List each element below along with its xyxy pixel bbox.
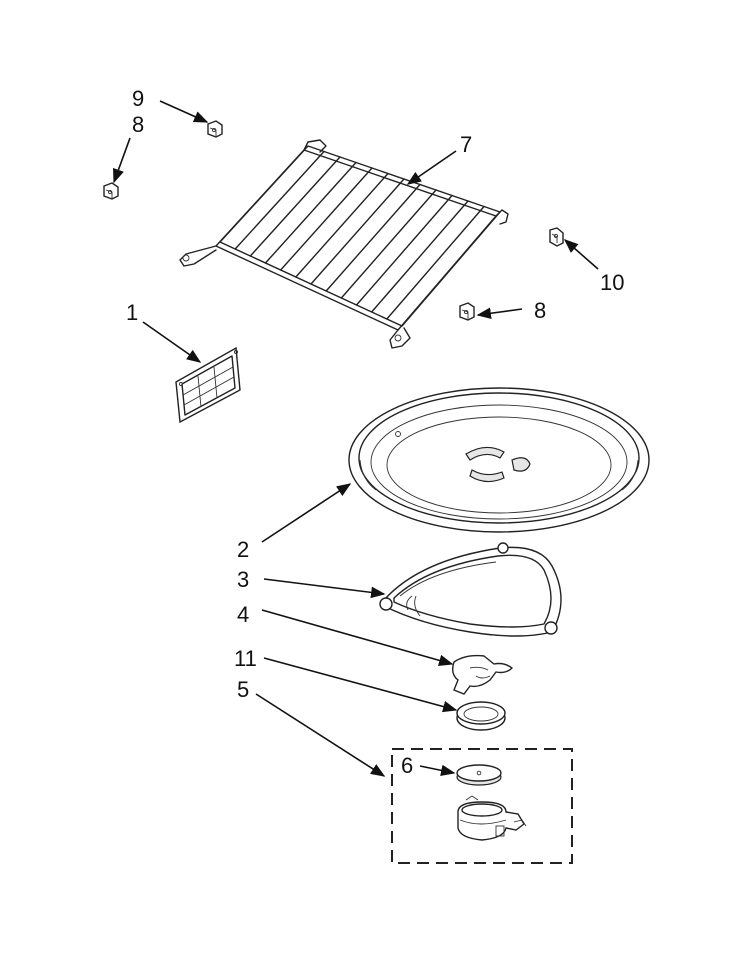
- callout-2: 2: [237, 537, 249, 562]
- rack-rung: [295, 172, 389, 278]
- part-3-roller-guide: [379, 542, 562, 637]
- part-4-coupler: [451, 654, 514, 695]
- leader-9: [159, 100, 209, 123]
- leader-4: [261, 609, 454, 666]
- callout-8-left: 8: [132, 112, 144, 137]
- rack-rung: [340, 189, 437, 299]
- part-2-turntable-tray: [348, 387, 650, 533]
- part-9-clip: [207, 120, 223, 138]
- part-8-clip-right: [459, 302, 475, 321]
- leader-8-left: [113, 137, 131, 184]
- part-6-cover: [456, 764, 502, 786]
- part-10-clip: [549, 227, 564, 247]
- rack-rung: [310, 178, 405, 285]
- part-11-ring: [456, 701, 506, 731]
- rack-rung: [370, 200, 469, 313]
- callout-10: 10: [600, 270, 624, 295]
- leader-6: [419, 764, 456, 777]
- part-5-motor: [457, 795, 527, 841]
- rack-rung: [386, 205, 485, 320]
- callout-4: 4: [237, 602, 249, 627]
- rack-rung: [355, 194, 453, 306]
- callout-6: 6: [401, 753, 413, 778]
- leader-7: [406, 150, 457, 185]
- leader-1: [142, 321, 202, 363]
- callout-5: 5: [237, 677, 249, 702]
- callout-3: 3: [237, 567, 249, 592]
- callout-1: 1: [126, 300, 138, 325]
- rack-rung: [264, 161, 357, 264]
- rack-rung: [249, 156, 341, 257]
- callout-8-right: 8: [534, 298, 546, 323]
- rack-rung: [234, 150, 325, 250]
- leader-2: [261, 483, 352, 543]
- callout-7: 7: [460, 132, 472, 157]
- part-7-wire-rack: [179, 139, 509, 349]
- part-5-kit-box: [391, 748, 573, 864]
- callout-11: 11: [234, 646, 257, 671]
- leader-8-right: [476, 307, 523, 319]
- leader-5: [255, 693, 386, 777]
- leader-3: [263, 578, 386, 599]
- part-1-filter: [175, 346, 241, 424]
- callout-9: 9: [132, 86, 144, 111]
- rack-rung: [279, 167, 373, 271]
- rack-rung: [325, 183, 421, 292]
- part-8-clip-left: [103, 182, 119, 200]
- leader-11: [263, 657, 458, 713]
- leader-10: [563, 239, 599, 270]
